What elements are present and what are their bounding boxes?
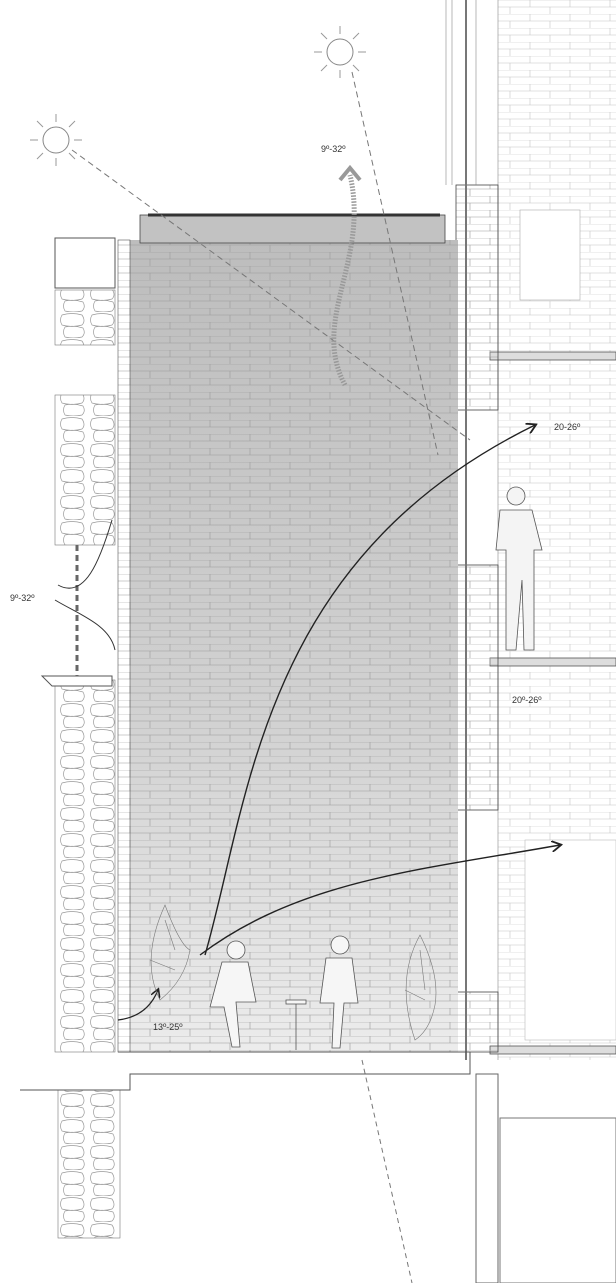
airflow-arrow-icon <box>54 164 560 1021</box>
plant-figure <box>149 904 437 1041</box>
person-figure <box>495 486 543 651</box>
upper-floor-temp-label: 20-26º <box>554 422 581 432</box>
left-stone-wall <box>40 237 121 1239</box>
ground-slab <box>20 1051 616 1283</box>
person-figure <box>209 935 359 1050</box>
sun-ray-lines <box>71 71 471 456</box>
left-wall-angle-label: 9º-32º <box>10 593 35 603</box>
sun-angle-top-label: 9º-32º <box>321 144 346 154</box>
atrium-right-facade <box>445 0 499 1060</box>
sun-icon <box>30 114 82 166</box>
right-building <box>489 0 616 1060</box>
atrium-floor-temp-label: 13º-25º <box>153 1022 183 1032</box>
sun-icon <box>314 26 366 78</box>
mid-floor-temp-label: 20º-26º <box>512 695 542 705</box>
atrium-volume <box>117 213 458 1053</box>
